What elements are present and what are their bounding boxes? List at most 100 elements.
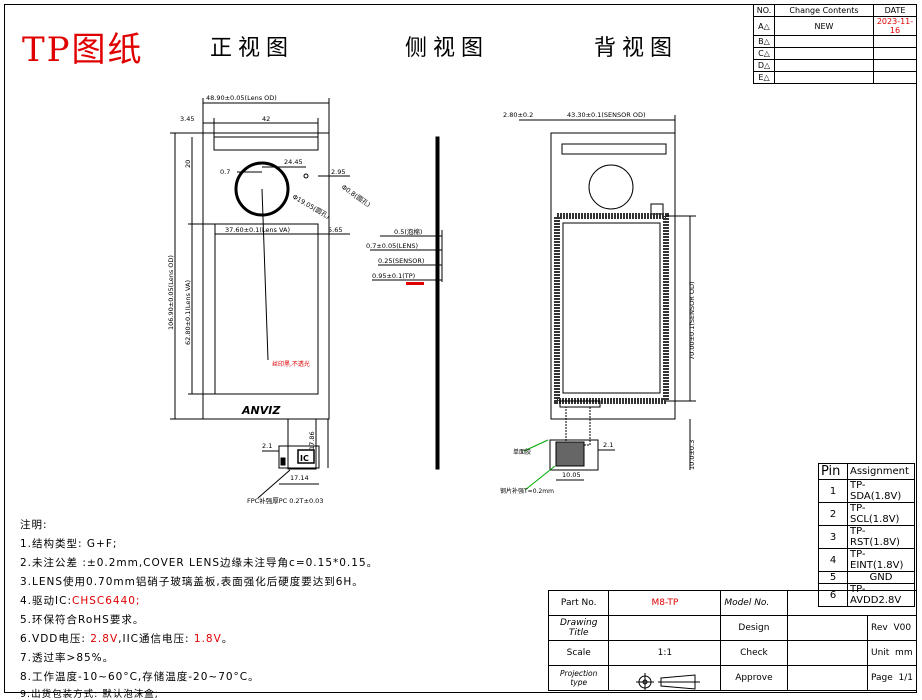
dim-17-14: 17.14: [290, 474, 309, 482]
ink-note: 丝印黑,不透光: [272, 360, 310, 368]
pin-number: 3: [818, 525, 848, 549]
side-lens: 0.7±0.05(LENS): [366, 242, 418, 250]
dim-0-7: 0.7: [220, 168, 230, 176]
back-sensor: [554, 213, 669, 404]
tb-model-no-label: Model No.: [720, 590, 788, 616]
pin-number: 2: [818, 502, 848, 526]
tb-check-value: [786, 640, 868, 666]
dim-2-1-front: 2.1: [262, 442, 272, 450]
tb-model-no-value: [786, 590, 918, 616]
front-view-area: [214, 223, 319, 395]
ic-label: IC: [300, 454, 309, 463]
side-foam: 0.5(泡棉): [394, 227, 422, 236]
pin-number: 1: [818, 479, 848, 503]
note-1: 1.结构类型: G+F;: [20, 538, 118, 550]
front-small-hole: [303, 173, 309, 179]
dim-sensor-od-width: 43.30±0.1(SENSOR OD): [567, 111, 646, 119]
tb-scale-value: 1:1: [608, 640, 722, 666]
back-fpc: [565, 406, 591, 446]
dim-20: 20: [184, 160, 192, 168]
front-fpc: [287, 418, 317, 470]
dim-lens-va-height: 62.80±0.1(Lens VA): [184, 280, 192, 345]
pin-assignment: TP-SDA(1.8V): [847, 479, 915, 503]
rev-row-no: E△: [753, 71, 775, 84]
pin-header: Pin: [818, 463, 848, 480]
fpc-stiffener-note: FPC补强厚PC 0.2T±0.03: [247, 496, 323, 505]
rev-row-date: [873, 71, 917, 84]
dim-10-05: 10.05: [562, 471, 581, 479]
side-profile: [435, 136, 440, 470]
front-view-title: 正视图: [210, 36, 295, 61]
tb-scale-label: Scale: [547, 640, 610, 666]
tb-part-no-label: Part No.: [547, 590, 610, 616]
assignment-header: Assignment: [847, 463, 915, 480]
dim-17-86: 17.86: [308, 431, 316, 450]
ic-chip: [297, 449, 315, 464]
back-stiffener-fill: [555, 441, 585, 467]
tb-projection-value: [608, 665, 722, 691]
dim-2-80: 2.80±0.2: [503, 111, 533, 119]
pin-assignment: GND: [847, 571, 915, 584]
side-sensor: 0.25(SENSOR): [378, 257, 424, 265]
back-camera-hole: [588, 164, 634, 210]
pin-number: 4: [818, 548, 848, 572]
dim-back-bottom: 10.0±0.3: [688, 440, 696, 470]
dim-42: 42: [262, 115, 270, 123]
tb-check-label: Check: [720, 640, 788, 666]
back-stiffener: [549, 439, 599, 471]
anviz-logo: ANVIZ: [241, 404, 281, 417]
dim-phi-0-8: Φ0.8(圆孔): [340, 183, 372, 209]
dim-2-1-back: 2.1: [603, 441, 613, 449]
side-view-title: 侧视图: [405, 36, 490, 61]
pin-assignment: TP-RST(1.8V): [847, 525, 915, 549]
back-top-slot: [561, 143, 667, 155]
pin-assignment: TP-EINT(1.8V): [847, 548, 915, 572]
dim-24-45: 24.45: [284, 158, 303, 166]
side-view: [370, 136, 443, 470]
note-9: 9.出货包装方式: 默认泡沫盒;: [20, 689, 159, 700]
front-camera-hole: [234, 161, 290, 217]
dim-5-65: 5.65: [328, 226, 342, 234]
dim-lens-od-height: 106.90±0.05(Lens OD): [167, 255, 175, 330]
front-view: [170, 98, 350, 499]
drawing-frame: [4, 4, 917, 693]
back-small-pad: [650, 203, 664, 215]
pin-number: 5: [818, 571, 848, 584]
tb-design-label: Design: [720, 615, 788, 641]
note-3: 3.LENS使用0.70mm铝硝子玻璃盖板,表面强化后硬度要达到6H。: [20, 576, 364, 588]
title-block: Part No. M8-TP Model No. Drawing Title D…: [547, 590, 918, 691]
note-6: 6.VDD电压: 2.8V,IIC通信电压: 1.8V。: [20, 633, 234, 645]
tb-design-value: [786, 615, 868, 641]
dim-lens-va-width: 37.60±0.1(Lens VA): [225, 226, 290, 234]
tb-part-no-value: M8-TP: [608, 590, 722, 616]
note-7: 7.透过率>85%。: [20, 652, 115, 664]
dim-phi-19: Φ19.05(圆孔): [291, 193, 331, 221]
dim-2-95: 2.95: [331, 168, 345, 176]
dim-lens-od-width: 48.90±0.05(Lens OD): [206, 94, 277, 102]
front-lens-outline: [202, 132, 330, 420]
tb-unit: Unit mm: [866, 640, 918, 666]
tb-drawing-title-label: Drawing Title: [547, 615, 610, 641]
tb-projection-label: Projection type: [547, 665, 610, 691]
back-view: [519, 115, 696, 491]
back-outline: [550, 132, 676, 420]
pin-assignment: TP-SCL(1.8V): [847, 502, 915, 526]
steel-stiffener-note: 钢片补强T=0.2mm: [500, 487, 554, 495]
tb-approve-value: [786, 665, 868, 691]
tb-rev: Rev V00: [866, 615, 918, 641]
side-tp: 0.95±0.1(TP): [372, 272, 415, 280]
back-view-title: 背视图: [594, 36, 679, 61]
note-2: 2.未注公差 :±0.2mm,COVER LENS边缘未注导角c=0.15*0.…: [20, 557, 379, 569]
tb-approve-label: Approve: [720, 665, 788, 691]
dim-3-45: 3.45: [180, 115, 194, 123]
front-top-slot: [213, 136, 319, 151]
page-title: TP图纸: [22, 30, 144, 70]
note-8: 8.工作温度-10~60°C,存储温度-20~70°C。: [20, 671, 260, 683]
notes-title: 注明:: [20, 519, 48, 531]
tb-drawing-title-value: [608, 615, 722, 641]
note-5: 5.环保符合RoHS要求。: [20, 614, 145, 626]
note-4: 4.驱动IC:CHSC6440;: [20, 595, 141, 607]
tb-page: Page 1/1: [866, 665, 918, 691]
